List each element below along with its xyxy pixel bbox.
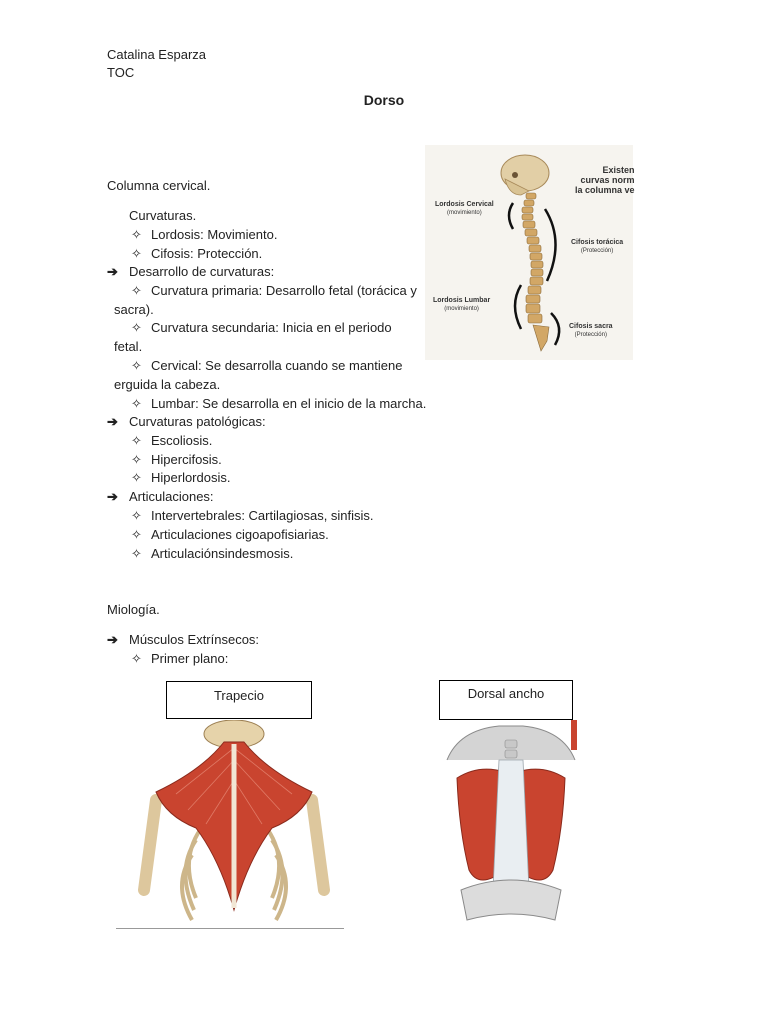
list-item: ✧Cifosis: Protección. <box>131 246 263 261</box>
course-name: TOC <box>107 65 135 80</box>
list-item: ✧Primer plano: <box>131 651 229 666</box>
list-item: ✧Lordosis: Movimiento. <box>131 227 278 242</box>
figure-header: Existen curvas norm la columna ve <box>575 165 635 195</box>
latissimus-illustration <box>446 720 577 921</box>
star-bullet-icon: ✧ <box>131 396 142 411</box>
list-item: ✧Escoliosis. <box>131 433 213 448</box>
list-item: ✧Intervertebrales: Cartilagiosas, sinfis… <box>131 508 374 523</box>
list-item: ➔Articulaciones: <box>107 489 214 504</box>
list-item: Curvaturas. <box>129 208 197 223</box>
trapezius-illustration <box>138 719 330 921</box>
section-heading-miologia: Miología. <box>107 602 160 617</box>
star-bullet-icon: ✧ <box>131 320 142 335</box>
label-lordosis-lumbar: Lordosis Lumbar (movimiento) <box>433 297 491 312</box>
trapecio-image <box>116 719 344 929</box>
arrow-right-icon: ➔ <box>107 264 118 279</box>
star-bullet-icon: ✧ <box>131 358 142 373</box>
star-bullet-icon: ✧ <box>131 433 142 448</box>
list-item: ✧Articulaciones cigoapofisiarias. <box>131 527 329 542</box>
list-item: ✧Curvatura primaria: Desarrollo fetal (t… <box>131 283 417 298</box>
label-cifosis-sacra: Cifosis sacra (Protección) <box>569 323 613 338</box>
star-bullet-icon: ✧ <box>131 452 142 467</box>
star-bullet-icon: ✧ <box>131 527 142 542</box>
dorsal-ancho-image <box>439 720 583 928</box>
list-item: ✧Hipercifosis. <box>131 452 222 467</box>
star-bullet-icon: ✧ <box>131 546 142 561</box>
section-heading-cervical: Columna cervical. <box>107 178 211 193</box>
arrow-right-icon: ➔ <box>107 489 118 504</box>
star-bullet-icon: ✧ <box>131 283 142 298</box>
label-cifosis-toracica: Cifosis torácica (Protección) <box>571 239 624 254</box>
list-item: ➔Desarrollo de curvaturas: <box>107 264 275 279</box>
list-item-continuation: erguida la cabeza. <box>114 377 221 392</box>
list-item: ✧Articulaciónsindesmosis. <box>131 546 294 561</box>
list-item: ✧Curvatura secundaria: Inicia en el peri… <box>131 320 392 335</box>
list-item: ✧Lumbar: Se desarrolla en el inicio de l… <box>131 396 427 411</box>
star-bullet-icon: ✧ <box>131 470 142 485</box>
spine-illustration <box>500 154 561 352</box>
star-bullet-icon: ✧ <box>131 651 142 666</box>
dorsal-ancho-label-box: Dorsal ancho <box>439 680 573 720</box>
star-bullet-icon: ✧ <box>131 508 142 523</box>
label-lordosis-cervical: Lordosis Cervical (movimiento) <box>435 201 494 216</box>
trapecio-label-box: Trapecio <box>166 681 312 719</box>
arrow-right-icon: ➔ <box>107 632 118 647</box>
list-item: ✧Hiperlordosis. <box>131 470 231 485</box>
star-bullet-icon: ✧ <box>131 227 142 242</box>
page-title: Dorso <box>363 92 405 108</box>
list-item: ✧Cervical: Se desarrolla cuando se manti… <box>131 358 403 373</box>
list-item-continuation: fetal. <box>114 339 143 354</box>
list-item: ➔Curvaturas patológicas: <box>107 414 266 429</box>
author-name: Catalina Esparza <box>107 47 206 62</box>
list-item-continuation: sacra). <box>114 302 154 317</box>
star-bullet-icon: ✧ <box>131 246 142 261</box>
arrow-right-icon: ➔ <box>107 414 118 429</box>
list-item: ➔Músculos Extrínsecos: <box>107 632 260 647</box>
spine-curvature-figure: Existen curvas norm la columna ve Lordos… <box>425 145 635 360</box>
